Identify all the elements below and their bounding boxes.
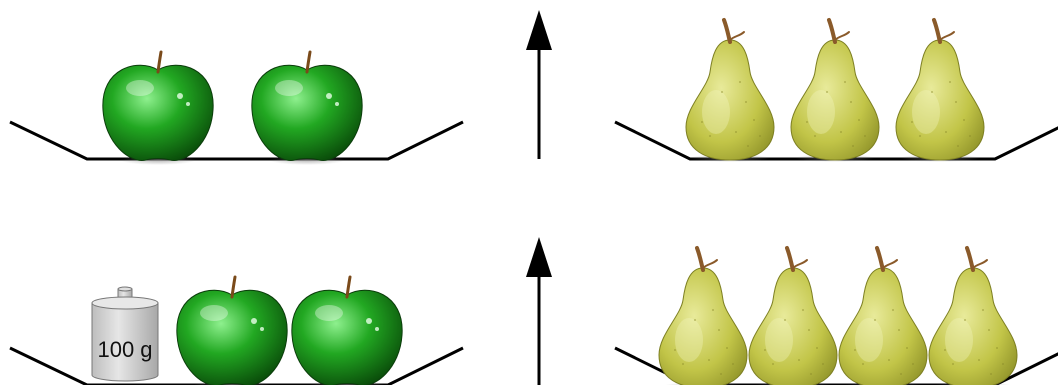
apple-4 — [290, 275, 404, 385]
row-2: 100 g — [9, 237, 1058, 385]
row-1 — [9, 10, 1058, 167]
pear-3 — [894, 18, 986, 164]
pan-right-2 — [614, 346, 1058, 385]
apple-1 — [101, 50, 215, 167]
pear-6 — [837, 246, 929, 385]
pear-4 — [657, 246, 749, 385]
pear-1 — [684, 18, 776, 164]
weight-label: 100 g — [97, 337, 152, 362]
pear-2 — [789, 18, 881, 164]
arrow-up-2 — [526, 237, 552, 385]
apple-2 — [250, 50, 364, 167]
pear-5 — [747, 246, 839, 385]
pear-7 — [927, 246, 1019, 385]
apple-3 — [175, 275, 289, 385]
pan-left-2 — [9, 346, 464, 385]
pan-left-1 — [9, 120, 464, 161]
arrow-up-1 — [526, 10, 552, 159]
weight-icon: 100 g — [91, 286, 159, 382]
